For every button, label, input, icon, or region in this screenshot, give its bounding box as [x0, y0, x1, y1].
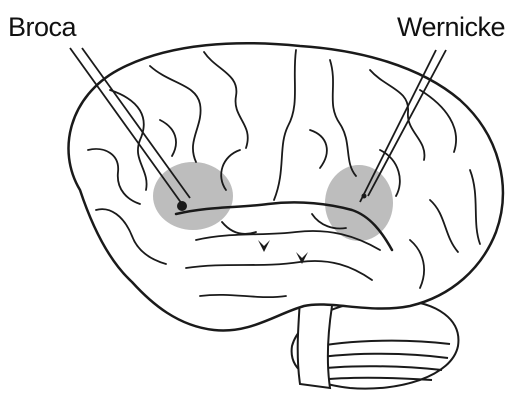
broca-label: Broca	[8, 14, 76, 41]
brain-stem	[298, 300, 332, 388]
wernicke-area-shade	[325, 165, 393, 241]
wernicke-label: Wernicke	[397, 14, 505, 41]
brain-outline	[69, 43, 503, 330]
